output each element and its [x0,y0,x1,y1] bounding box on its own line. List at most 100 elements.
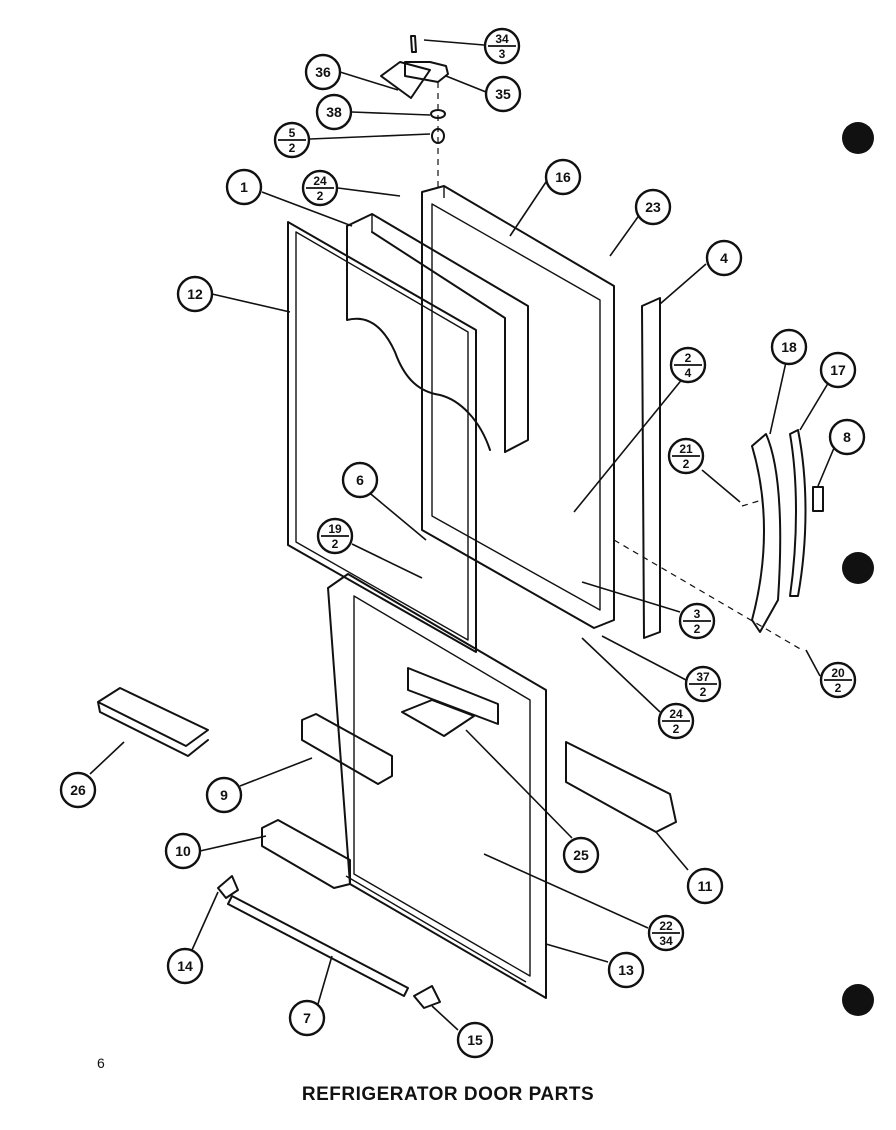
callout-bottom-label: 2 [835,681,842,695]
callout-label: 13 [618,962,634,978]
callout-9: 9 [205,776,243,814]
callout-34-3: 343 [483,27,521,65]
callout-21-2: 212 [667,437,705,475]
callout-label: 14 [177,958,193,974]
clip-15 [413,985,441,1009]
page-number: 6 [97,1055,105,1071]
page-title: REFRIGERATOR DOOR PARTS [301,1084,595,1105]
callout-bottom-label: 34 [659,934,673,948]
callout-15: 15 [456,1021,494,1059]
callout-bottom-label: 4 [685,366,692,380]
callout-6: 6 [341,461,379,499]
callout-26: 26 [59,771,97,809]
leader-lines [89,39,835,1031]
callout-label: 10 [175,843,191,859]
callout-top-label: 37 [696,670,710,684]
callout-24-2-bottom: 242 [657,702,695,740]
callout-35: 35 [484,75,522,113]
callout-38: 38 [315,93,353,131]
callout-11: 11 [686,867,724,905]
callouts: 3433635385224211623124241817821261923237… [59,27,866,1059]
callout-top-label: 20 [831,666,845,680]
callout-12: 12 [176,275,214,313]
callout-label: 26 [70,782,86,798]
callout-label: 38 [326,104,342,120]
callout-20-2: 202 [819,661,857,699]
callout-label: 18 [781,339,797,355]
callout-bottom-label: 2 [332,537,339,551]
binder-hole-top [842,122,874,154]
callout-bottom-label: 2 [700,685,707,699]
callout-top-label: 5 [289,126,296,140]
callout-37-2: 372 [684,665,722,703]
callout-label: 6 [356,472,364,488]
callout-label: 7 [303,1010,311,1026]
callout-25: 25 [562,836,600,874]
callout-label: 23 [645,199,661,215]
callout-label: 17 [830,362,846,378]
shelf-25 [401,699,475,737]
callout-7: 7 [288,999,326,1037]
callout-label: 11 [698,878,713,894]
callout-bottom-label: 2 [694,622,701,636]
door-frame-16 [421,185,615,629]
callout-label: 15 [467,1032,483,1048]
callout-19-2: 192 [316,517,354,555]
bottom-trim-7 [227,895,409,997]
callout-8: 8 [828,418,866,456]
callout-label: 9 [220,787,228,803]
callout-label: 36 [315,64,331,80]
callout-14: 14 [166,947,204,985]
callout-label: 4 [720,250,728,266]
door-liner-1 [346,213,529,453]
callout-top-label: 3 [694,607,701,621]
bracket-9 [301,713,393,785]
callout-top-label: 24 [669,707,683,721]
callout-4: 4 [705,239,743,277]
callout-2-4: 24 [669,346,707,384]
callout-10: 10 [164,832,202,870]
tray-26 [97,687,209,757]
door-handle-18 [751,433,782,633]
trim-piece-8 [812,486,824,512]
binder-hole-bottom [842,984,874,1016]
bracket-10 [261,819,351,889]
callout-24-2-top: 242 [301,169,339,207]
handle-cover-17 [789,429,807,597]
callout-3-2: 32 [678,602,716,640]
callout-top-label: 19 [328,522,342,536]
callout-label: 35 [495,86,511,102]
side-strip-4 [641,297,661,639]
callout-17: 17 [819,351,857,389]
callout-bottom-label: 2 [317,189,324,203]
callout-label: 25 [573,847,589,863]
callout-label: 16 [555,169,571,185]
callout-label: 8 [843,429,851,445]
callout-top-label: 34 [495,32,509,46]
callout-top-label: 2 [685,351,692,365]
callout-top-label: 22 [659,919,673,933]
callout-top-label: 24 [313,174,327,188]
callout-5-2: 52 [273,121,311,159]
callout-16: 16 [544,158,582,196]
callout-1: 1 [225,168,263,206]
freezer-door-13 [327,573,547,999]
clip-14 [217,875,239,899]
binder-hole-middle [842,552,874,584]
callout-label: 1 [240,179,248,195]
door-gasket-12 [287,221,477,653]
callout-bottom-label: 3 [499,47,506,61]
callout-13: 13 [607,951,645,989]
callout-bottom-label: 2 [673,722,680,736]
callout-top-label: 21 [679,442,693,456]
callout-bottom-label: 2 [289,141,296,155]
rail-11 [565,741,677,833]
callout-23: 23 [634,188,672,226]
callout-18: 18 [770,328,808,366]
callout-label: 12 [187,286,203,302]
callout-36: 36 [304,53,342,91]
callout-bottom-label: 2 [683,457,690,471]
hinge-assembly [380,35,449,190]
